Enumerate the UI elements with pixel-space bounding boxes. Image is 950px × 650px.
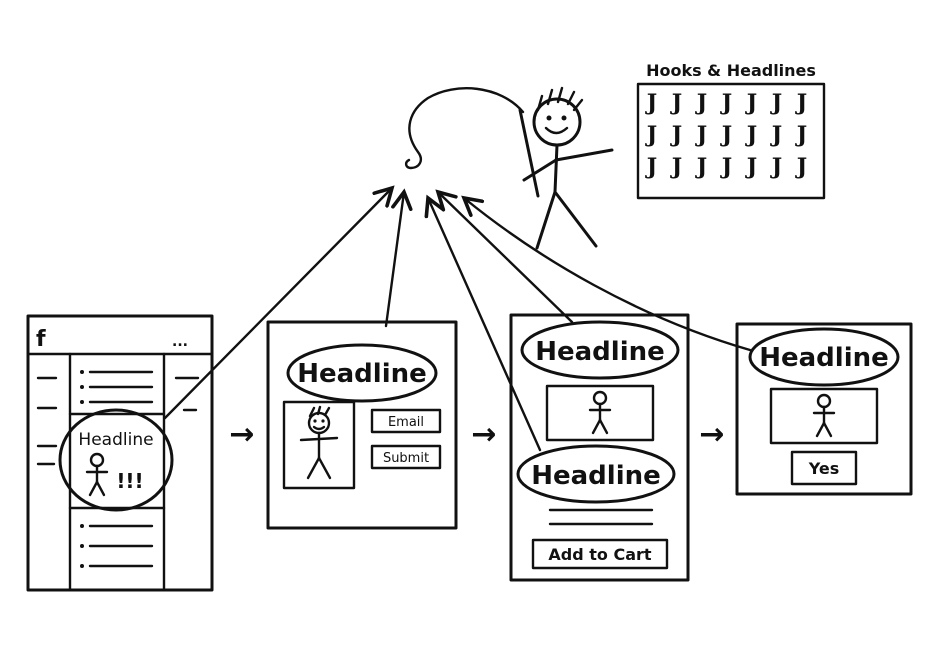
sales-headline-top: Headline <box>535 337 665 367</box>
fisherman-hair <box>536 86 584 112</box>
feed-ad-headline: Headline <box>78 430 153 450</box>
yes-button-label: Yes <box>808 459 840 478</box>
feed-list-top <box>80 370 154 404</box>
hook-icon: J <box>745 122 757 148</box>
hook-icon: J <box>795 90 807 116</box>
email-field-label: Email <box>388 415 424 430</box>
sales-headline-bottom-oval <box>516 444 676 504</box>
upsell-headline: Headline <box>759 343 889 373</box>
feed-right-sidebar-lines <box>174 376 200 412</box>
hook-icon: J <box>645 122 657 148</box>
arrow-sales-top-to-hook <box>438 192 574 324</box>
landing-photo-figure <box>299 405 339 480</box>
flow-arrow-2: → <box>471 417 496 452</box>
hook-icon: J <box>670 122 682 148</box>
hook-icon: J <box>720 90 732 116</box>
upsell-page: Headline Yes <box>735 322 913 496</box>
hook-icon: J <box>795 154 807 180</box>
arrow-landing-to-hook <box>384 192 404 328</box>
add-to-cart-label: Add to Cart <box>548 545 652 564</box>
hook-icon: J <box>745 154 757 180</box>
yes-button[interactable] <box>790 450 858 486</box>
add-to-cart-button[interactable] <box>531 538 669 570</box>
feed-logo: f <box>36 327 46 352</box>
flow-arrow-1: → <box>229 417 254 452</box>
fisherman-body <box>553 143 559 194</box>
landing-page: Headline Email Submit <box>266 320 458 530</box>
flow-arrow-3: → <box>699 417 724 452</box>
upsell-image-frame <box>769 387 879 445</box>
arrow-feed-to-hook <box>163 188 392 420</box>
upsell-image-figure <box>812 393 836 438</box>
sales-headline-bottom: Headline <box>531 461 661 491</box>
feed-ad-exclaim: !!! <box>116 469 143 493</box>
hook-icon: J <box>770 90 782 116</box>
hook-icon: J <box>695 90 707 116</box>
landing-headline-oval <box>286 343 438 403</box>
hook-arrows <box>163 188 752 452</box>
sales-image-frame <box>545 384 655 442</box>
hook-icon: J <box>695 154 707 180</box>
sales-image-figure <box>588 390 612 435</box>
submit-button-label: Submit <box>383 451 429 466</box>
upsell-frame <box>735 322 913 496</box>
hook-icon: J <box>795 122 807 148</box>
hook-icon: J <box>695 122 707 148</box>
hooks-panel-title: Hooks & Headlines <box>646 61 816 80</box>
fisherman-head <box>532 97 582 147</box>
feed-ad-figure <box>85 452 109 497</box>
sales-page: Headline Headline Add to Cart <box>509 313 690 582</box>
upsell-headline-oval <box>748 327 900 387</box>
landing-photo-frame <box>282 400 356 490</box>
hook-icon: J <box>645 90 657 116</box>
hook-icon: J <box>770 154 782 180</box>
social-feed-page: f ... Headline <box>26 314 214 592</box>
sales-headline-top-oval <box>520 320 680 380</box>
email-field[interactable] <box>370 408 442 434</box>
feed-frame <box>26 314 214 592</box>
hook-icon: J <box>720 154 732 180</box>
hook-icon: J <box>645 154 657 180</box>
feed-ad-highlight-circle <box>58 408 174 512</box>
hooks-panel-frame <box>636 82 826 200</box>
hook-icon: J <box>745 90 757 116</box>
hook-icon: J <box>670 90 682 116</box>
hook-icon: J <box>770 122 782 148</box>
hook-icon: J <box>670 154 682 180</box>
feed-list-bottom <box>80 524 154 568</box>
fisherman-figure <box>404 86 614 250</box>
feed-left-sidebar-lines <box>36 376 58 466</box>
fishing-line <box>404 87 525 170</box>
feed-menu-dots: ... <box>172 334 188 350</box>
landing-headline: Headline <box>297 359 427 389</box>
arrow-upsell-to-hook <box>464 198 752 352</box>
submit-button[interactable] <box>370 444 442 470</box>
hook-icon: J <box>720 122 732 148</box>
arrow-sales-bottom-to-hook <box>428 198 542 452</box>
fishing-rod <box>518 108 540 198</box>
sales-frame <box>509 313 690 582</box>
landing-frame <box>266 320 458 530</box>
